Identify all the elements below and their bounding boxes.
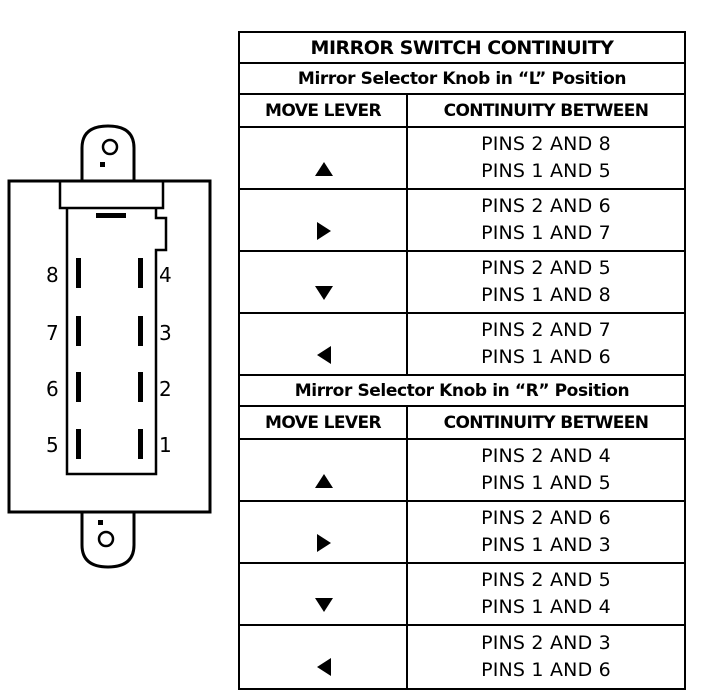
- continuity-line: PINS 1 AND 7: [481, 222, 611, 244]
- pin-label-5: 5: [46, 433, 59, 457]
- continuity-header: CONTINUITY BETWEEN: [443, 412, 649, 433]
- continuity-line: PINS 2 AND 8: [481, 133, 611, 155]
- table-row: PINS 2 AND 4 PINS 1 AND 5: [240, 440, 684, 502]
- top-mounting-tab: [80, 124, 136, 181]
- switch-connector-diagram: 8 7 6 5 4 3 2 1: [7, 124, 212, 569]
- continuity-line: PINS 2 AND 5: [481, 569, 611, 591]
- continuity-line: PINS 2 AND 6: [481, 507, 611, 529]
- table-row: PINS 2 AND 3 PINS 1 AND 6: [240, 626, 684, 688]
- pin-2: [138, 372, 143, 402]
- continuity-line: PINS 2 AND 3: [481, 632, 611, 654]
- top-screw-hole: [101, 138, 119, 156]
- arrow-right-icon: [317, 534, 331, 552]
- pin-label-7: 7: [46, 321, 59, 345]
- table-row: PINS 2 AND 6 PINS 1 AND 3: [240, 502, 684, 564]
- continuity-line: PINS 1 AND 6: [481, 659, 611, 681]
- connector-housing: [65, 208, 168, 476]
- bottom-mounting-tab: [80, 512, 136, 569]
- switch-body: [7, 179, 212, 514]
- pin-label-2: 2: [159, 377, 172, 401]
- table-row: PINS 2 AND 8 PINS 1 AND 5: [240, 128, 684, 190]
- arrow-down-icon: [315, 286, 333, 300]
- pin-3: [138, 316, 143, 346]
- left-pins: [76, 258, 81, 459]
- continuity-line: PINS 1 AND 5: [481, 472, 611, 494]
- pin-6: [76, 372, 81, 402]
- continuity-table: MIRROR SWITCH CONTINUITY Mirror Selector…: [238, 31, 686, 690]
- arrow-left-icon: [317, 658, 331, 676]
- pin-8: [76, 258, 81, 288]
- table-title: MIRROR SWITCH CONTINUITY: [240, 33, 684, 64]
- arrow-right-icon: [317, 222, 331, 240]
- pin-label-8: 8: [46, 263, 59, 287]
- pin-1: [138, 429, 143, 459]
- table-row: PINS 2 AND 5 PINS 1 AND 4: [240, 564, 684, 626]
- continuity-line: PINS 1 AND 4: [481, 596, 611, 618]
- move-lever-header: MOVE LEVER: [240, 407, 408, 438]
- arrow-up-icon: [315, 162, 333, 176]
- section-heading-l: Mirror Selector Knob in “L” Position: [240, 64, 684, 95]
- table-row: PINS 2 AND 7 PINS 1 AND 6: [240, 314, 684, 376]
- continuity-line: PINS 2 AND 4: [481, 445, 611, 467]
- arrow-left-icon: [317, 346, 331, 364]
- continuity-line: PINS 2 AND 7: [481, 319, 611, 341]
- column-headers-l: MOVE LEVER CONTINUITY BETWEEN: [240, 95, 684, 128]
- move-lever-header: MOVE LEVER: [240, 95, 408, 126]
- continuity-line: PINS 2 AND 6: [481, 195, 611, 217]
- pin-label-4: 4: [159, 263, 172, 287]
- pin-5: [76, 429, 81, 459]
- continuity-line: PINS 2 AND 5: [481, 257, 611, 279]
- pin-4: [138, 258, 143, 288]
- continuity-header: CONTINUITY BETWEEN: [443, 100, 649, 121]
- continuity-line: PINS 1 AND 8: [481, 284, 611, 306]
- continuity-line: PINS 1 AND 5: [481, 160, 611, 182]
- section-heading-r: Mirror Selector Knob in “R” Position: [240, 376, 684, 407]
- bottom-dot: [98, 520, 103, 525]
- top-dot: [100, 162, 105, 167]
- column-headers-r: MOVE LEVER CONTINUITY BETWEEN: [240, 407, 684, 440]
- continuity-line: PINS 1 AND 3: [481, 534, 611, 556]
- pin-label-6: 6: [46, 377, 59, 401]
- table-row: PINS 2 AND 6 PINS 1 AND 7: [240, 190, 684, 252]
- right-pins: [138, 258, 143, 459]
- pin-label-1: 1: [159, 433, 172, 457]
- table-row: PINS 2 AND 5 PINS 1 AND 8: [240, 252, 684, 314]
- bottom-screw-hole: [97, 530, 115, 548]
- top-latch: [58, 179, 165, 210]
- latch-slot: [96, 213, 126, 218]
- continuity-line: PINS 1 AND 6: [481, 346, 611, 368]
- pin-label-3: 3: [159, 321, 172, 345]
- arrow-down-icon: [315, 598, 333, 612]
- pin-7: [76, 316, 81, 346]
- arrow-up-icon: [315, 474, 333, 488]
